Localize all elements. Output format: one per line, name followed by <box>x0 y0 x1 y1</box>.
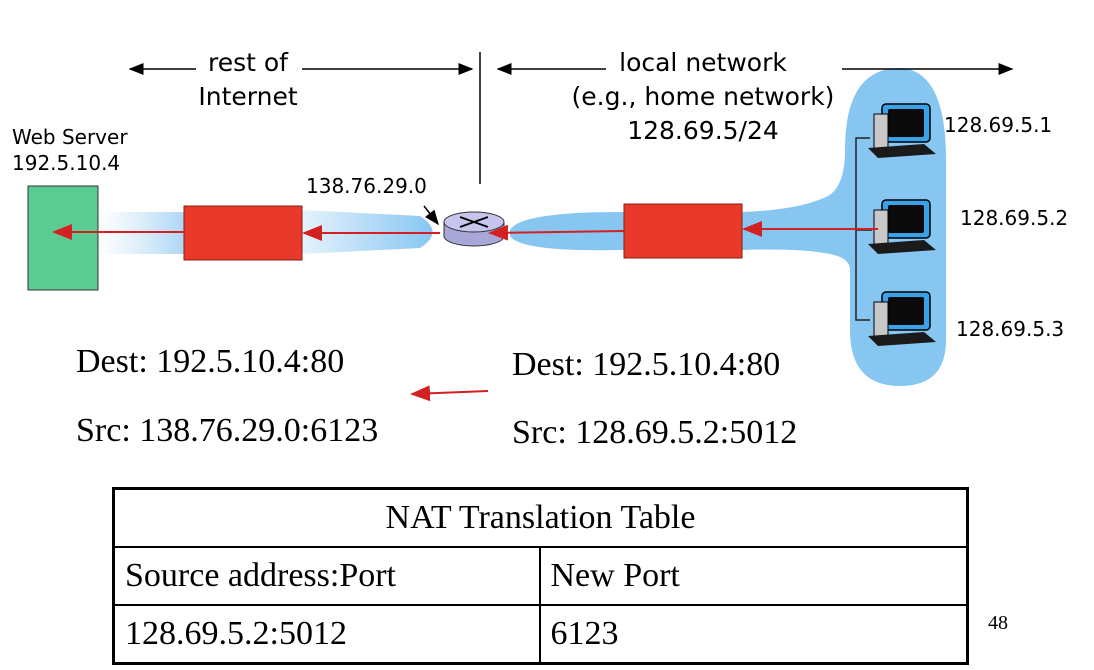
host-ip-label: 128.69.5.2 <box>960 206 1069 230</box>
column-header-new-port: New Port <box>538 546 969 606</box>
inside-packet <box>623 203 743 259</box>
page-number: 48 <box>988 612 1008 634</box>
web-server-label: Web Server 192.5.10.4 <box>12 125 128 175</box>
desktop-computer-icon <box>868 199 936 254</box>
inside-packet-src: Src: 128.69.5.2:5012 <box>512 414 798 451</box>
inside-packet-dest: Dest: 192.5.10.4:80 <box>512 346 781 383</box>
web-server <box>27 185 99 291</box>
rest-of-internet-label: rest of Internet <box>198 48 298 111</box>
table-cell-new-port: 6123 <box>538 604 969 665</box>
table-row: 128.69.5.2:5012 6123 <box>112 604 969 665</box>
table-header-row: Source address:Port New Port <box>112 546 969 606</box>
flow-arrow-packet-to-router <box>488 224 625 241</box>
host-ip-label: 128.69.5.1 <box>944 113 1053 137</box>
translation-arrow <box>410 385 489 402</box>
nat-translation-table: NAT Translation Table Source address:Por… <box>112 487 969 665</box>
nat-router-icon <box>443 211 505 247</box>
desktop-computer-icon <box>868 103 936 158</box>
outside-packet-src: Src: 138.76.29.0:6123 <box>76 412 379 449</box>
table-title: NAT Translation Table <box>112 487 969 548</box>
router-ip-pointer <box>423 205 439 226</box>
table-cell-source: 128.69.5.2:5012 <box>112 604 541 665</box>
outside-packet <box>183 205 303 261</box>
nat-public-ip-label: 138.76.29.0 <box>306 174 427 198</box>
local-network-label: local network (e.g., home network) 128.6… <box>571 48 835 145</box>
outside-packet-dest: Dest: 192.5.10.4:80 <box>76 343 345 380</box>
table-title-row: NAT Translation Table <box>112 487 969 548</box>
column-header-source: Source address:Port <box>112 546 541 606</box>
host-ip-label: 128.69.5.3 <box>956 317 1065 341</box>
desktop-computer-icon <box>868 291 936 346</box>
